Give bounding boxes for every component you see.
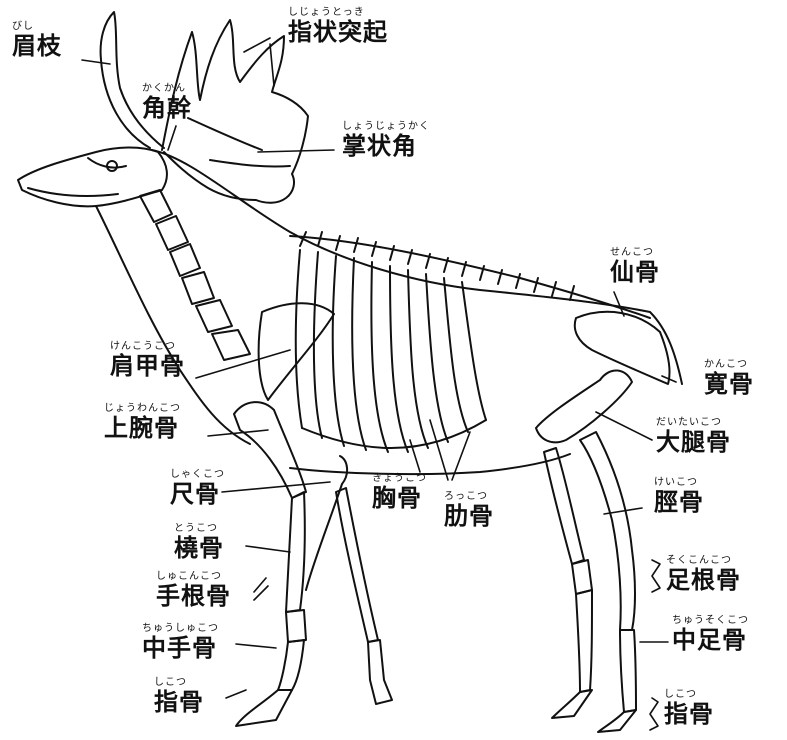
label-scapula: けんこうこつ 肩甲骨 xyxy=(110,342,185,378)
ribcage xyxy=(296,250,486,452)
label-radius: とうこつ 橈骨 xyxy=(174,524,224,560)
label-antler-beam: かくかん 角幹 xyxy=(142,84,192,120)
skull xyxy=(18,148,167,207)
neck-vertebrae xyxy=(140,190,250,360)
label-sternum: きょうこつ 胸骨 xyxy=(372,474,427,510)
label-humerus: じょうわんこつ 上腕骨 xyxy=(104,404,181,440)
spine xyxy=(290,232,650,318)
label-femur: だいたいこつ 大腿骨 xyxy=(656,418,731,454)
label-carpals: しゅこんこつ 手根骨 xyxy=(156,572,231,608)
label-front-phalanges: しこつ 指骨 xyxy=(154,678,204,714)
label-palmate-antler: しょうじょうかく 掌状角 xyxy=(342,122,430,158)
label-finger-tines: しじょうとっき 指状突起 xyxy=(288,8,388,44)
label-hind-phalanges: しこつ 指骨 xyxy=(664,690,714,726)
label-ulna: しゃくこつ 尺骨 xyxy=(170,470,225,506)
label-hip-bone: かんこつ 寛骨 xyxy=(704,360,754,396)
label-eyebrow-tine: びし 眉枝 xyxy=(12,22,62,58)
label-sacrum: せんこつ 仙骨 xyxy=(610,248,660,284)
label-tarsals: そくこんこつ 足根骨 xyxy=(666,556,741,592)
pelvis xyxy=(575,312,670,384)
label-tibia: けいこつ 脛骨 xyxy=(654,478,704,514)
front-leg xyxy=(234,402,392,726)
label-ribs: ろっこつ 肋骨 xyxy=(444,492,494,528)
label-metatarsals: ちゅうそくこつ 中足骨 xyxy=(672,616,749,652)
label-metacarpals: ちゅうしゅこつ 中手骨 xyxy=(142,624,219,660)
